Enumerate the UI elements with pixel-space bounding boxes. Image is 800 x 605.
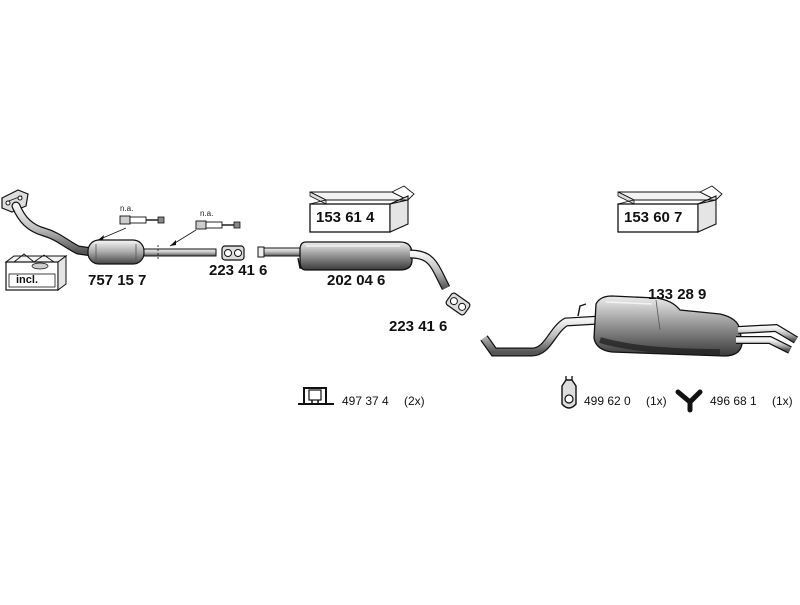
- clamp-2: [445, 292, 471, 316]
- sensor-1-note: n.a.: [120, 204, 134, 213]
- accessory-1-number: 497 37 4: [342, 394, 389, 408]
- accessory-3-qty: (1x): [772, 394, 793, 408]
- rubber-ring-icon: [561, 376, 577, 409]
- kit-box-2-number: 153 60 7: [624, 209, 683, 226]
- rear-muffler: [480, 295, 799, 357]
- front-pipe-number: 757 15 7: [88, 272, 147, 289]
- accessory-1-qty: (2x): [404, 394, 425, 408]
- middle-muffler-number: 202 04 6: [327, 272, 386, 289]
- oxygen-sensor-1: [97, 215, 165, 241]
- y-hanger-icon: [675, 389, 703, 413]
- accessory-2-number: 499 62 0: [584, 394, 631, 408]
- clamp-2-number: 223 41 6: [389, 318, 448, 335]
- accessory-3-number: 496 68 1: [710, 394, 757, 408]
- middle-muffler: [257, 241, 451, 291]
- kit-box-1-number: 153 61 4: [316, 209, 375, 226]
- incl-label: incl.: [16, 274, 39, 286]
- kit-box-1: [309, 185, 415, 233]
- accessory-2-qty: (1x): [646, 394, 667, 408]
- incl-kit-box: [4, 253, 68, 291]
- sensor-2-note: n.a.: [200, 209, 214, 218]
- oxygen-sensor-2: [169, 220, 241, 247]
- kit-box-2: [617, 185, 723, 233]
- clamp-1: [221, 245, 245, 261]
- clamp-1-number: 223 41 6: [209, 262, 268, 279]
- rear-muffler-number: 133 28 9: [648, 286, 707, 303]
- front-pipe: [1, 189, 217, 265]
- bracket-icon: [298, 387, 334, 405]
